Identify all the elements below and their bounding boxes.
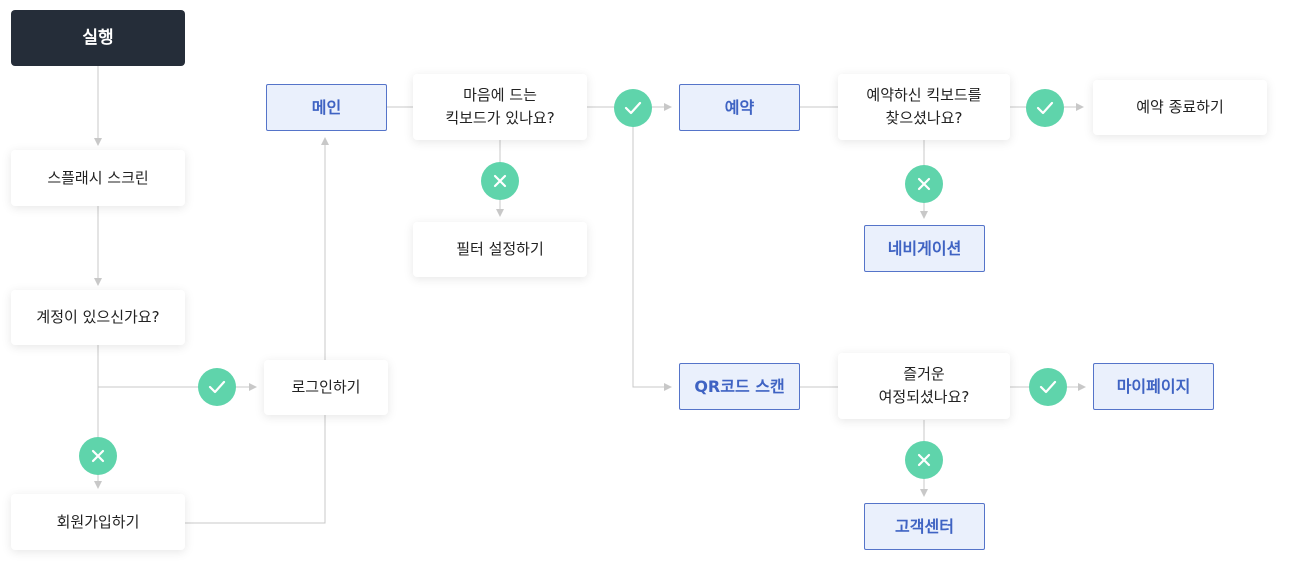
close-icon — [79, 437, 117, 475]
found-keyboard-question-node: 예약하신 킥보드를 찾으셨나요? — [838, 74, 1010, 140]
check-icon — [1026, 89, 1064, 127]
close-icon — [481, 162, 519, 200]
has-account-question-node: 계정이 있으신가요? — [11, 290, 185, 345]
trip-question-node: 즐거운 여정되셨나요? — [838, 353, 1010, 419]
reserve-end-node: 예약 종료하기 — [1093, 80, 1267, 135]
close-icon — [905, 165, 943, 203]
navigation-node: 네비게이션 — [864, 225, 985, 272]
check-icon — [198, 368, 236, 406]
login-node: 로그인하기 — [264, 360, 388, 415]
support-node: 고객센터 — [864, 503, 985, 550]
qr-scan-node: QR코드 스캔 — [679, 363, 800, 410]
close-icon — [905, 441, 943, 479]
mypage-node: 마이페이지 — [1093, 363, 1214, 410]
start-node: 실행 — [11, 10, 185, 66]
main-node: 메인 — [266, 84, 387, 131]
signup-node: 회원가입하기 — [11, 494, 185, 550]
check-icon — [1029, 368, 1067, 406]
filter-settings-node: 필터 설정하기 — [413, 222, 587, 277]
check-icon — [614, 89, 652, 127]
keyboard-question-node: 마음에 드는 킥보드가 있나요? — [413, 74, 587, 140]
reserve-node: 예약 — [679, 84, 800, 131]
splash-screen-node: 스플래시 스크린 — [11, 150, 185, 206]
